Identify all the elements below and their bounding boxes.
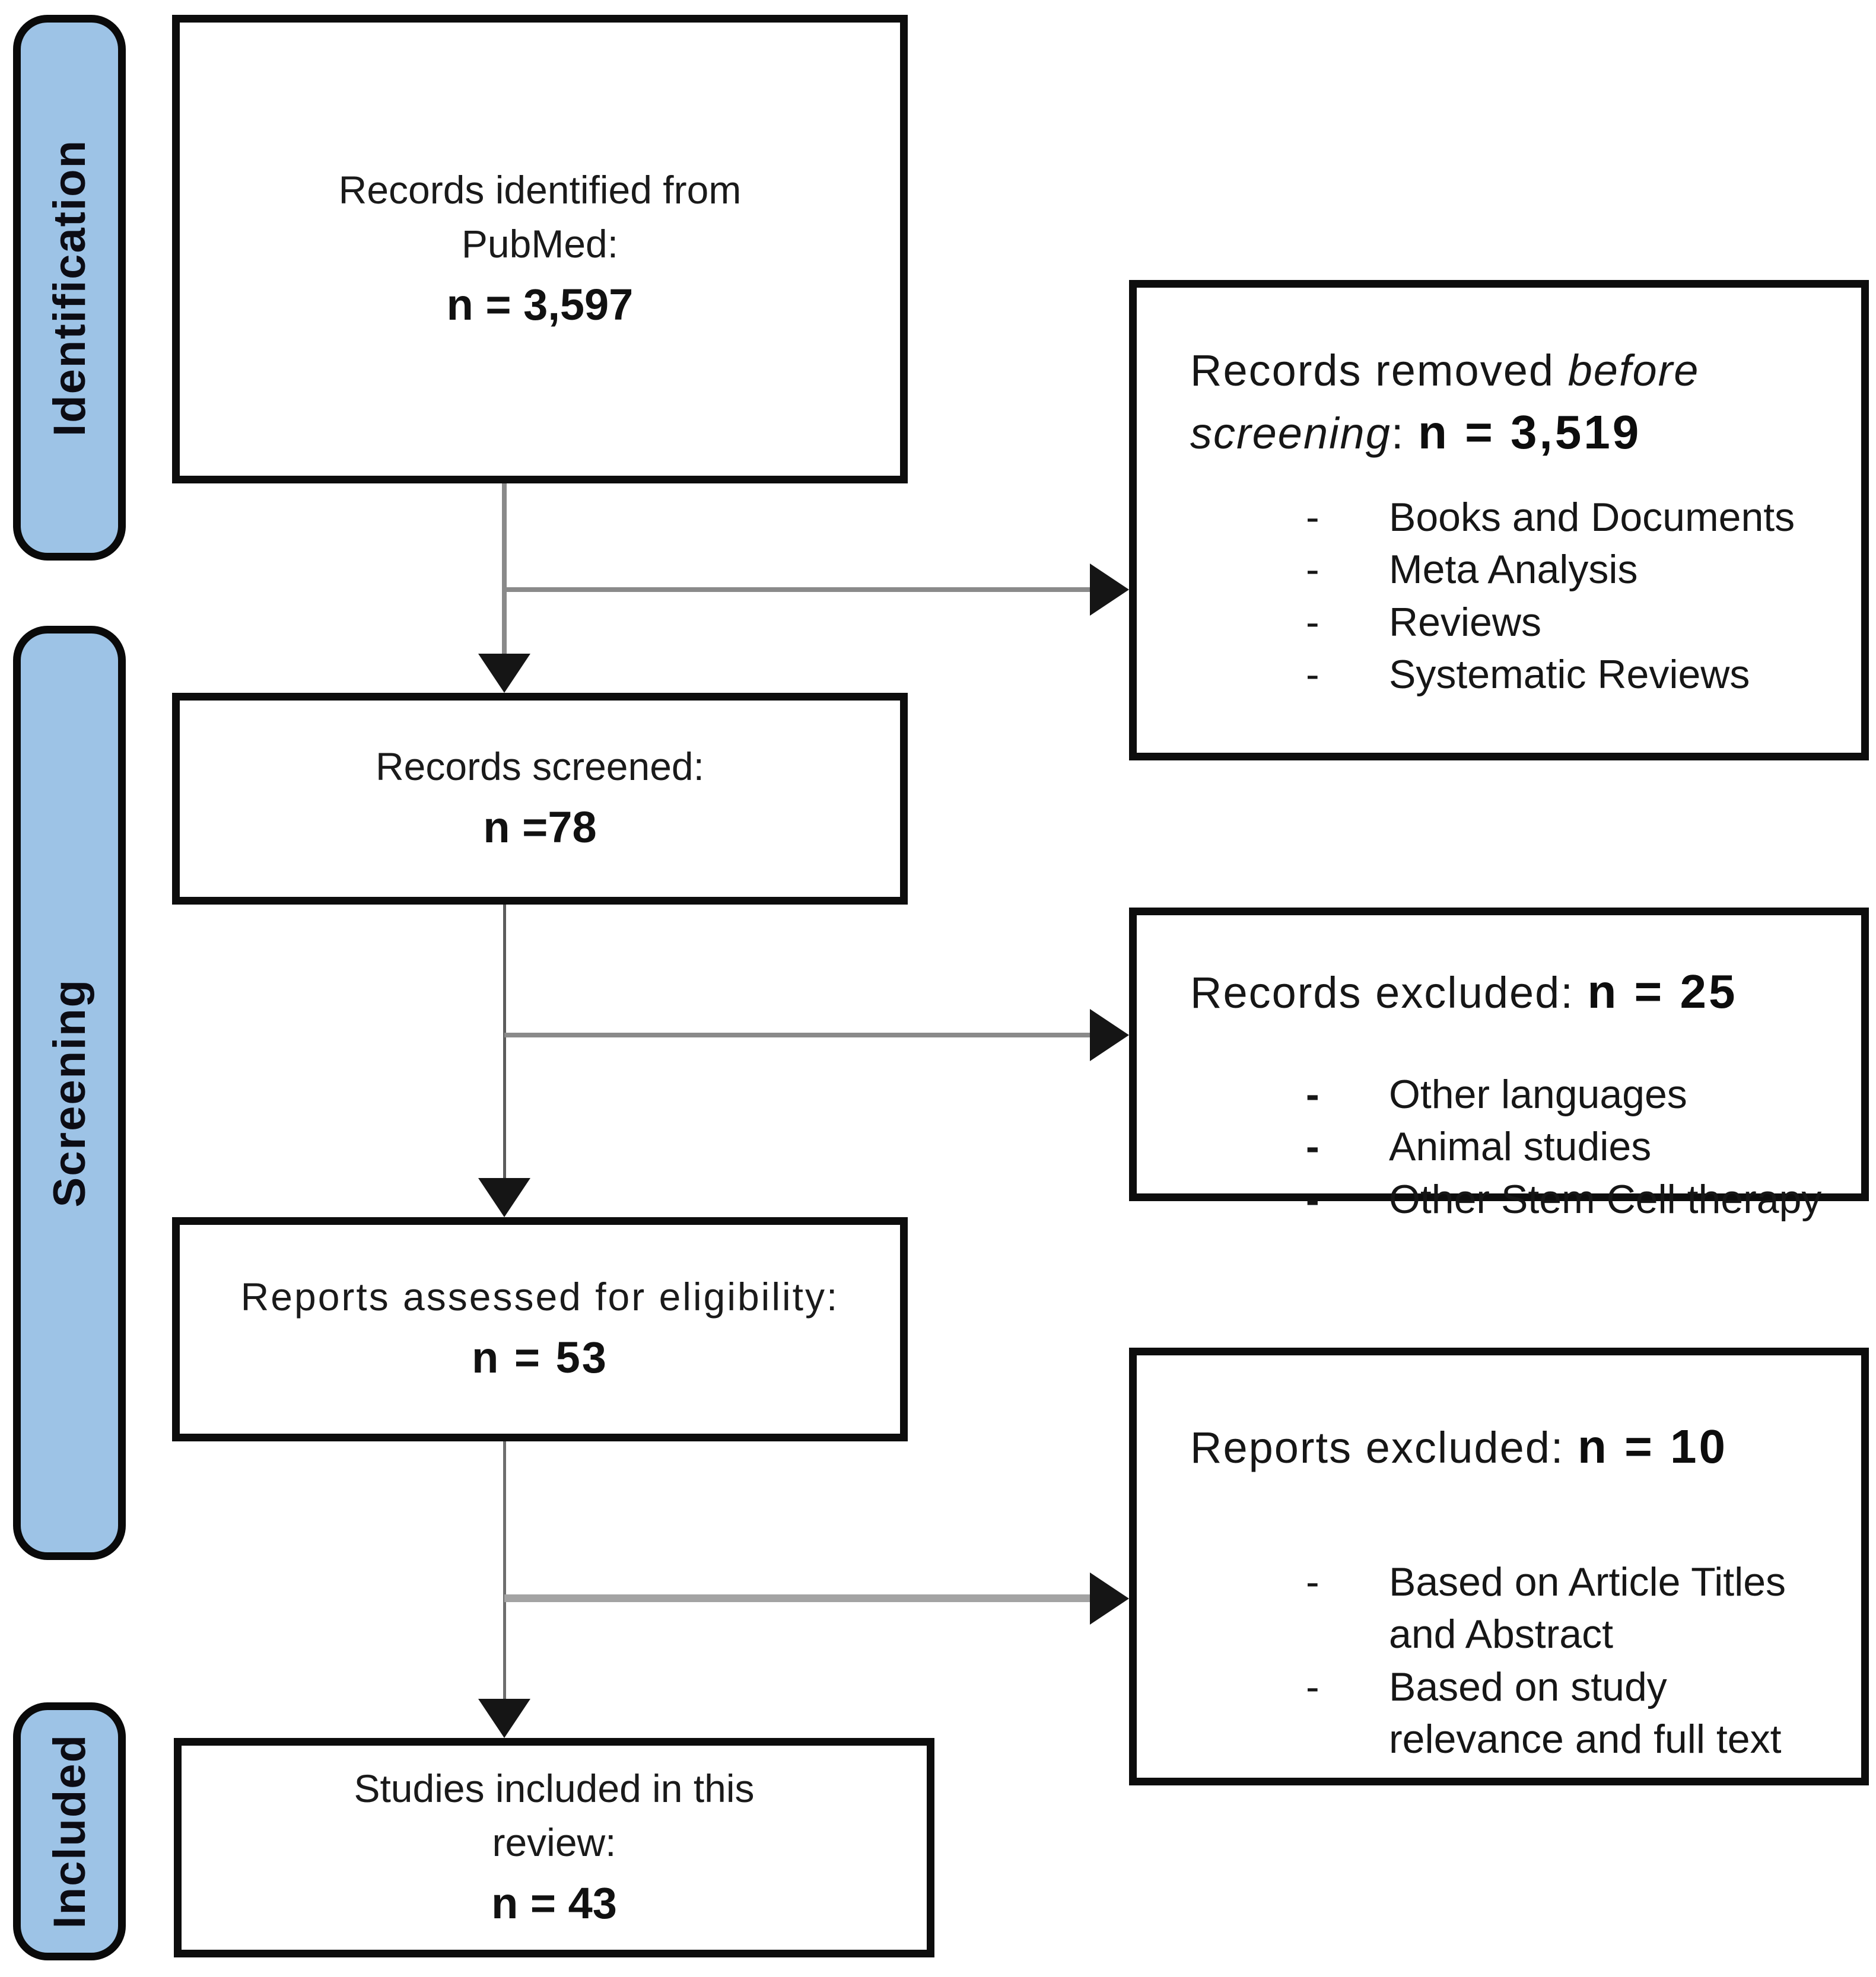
box-text-line: Records screened: xyxy=(376,744,704,788)
connector-line-screened-to-assessed xyxy=(503,905,506,1180)
side-box-count: n = 25 xyxy=(1587,965,1738,1018)
dash-bullet: - xyxy=(1306,494,1319,540)
box-records-screened: Records screened: n =78 xyxy=(172,693,908,905)
side-box-title: Records excluded: n = 25 xyxy=(1190,915,1826,1024)
box-text-line: Records identified from xyxy=(338,167,742,212)
title-separator: : xyxy=(1391,408,1418,458)
box-count: n =78 xyxy=(483,802,597,852)
title-italic-text: before screening xyxy=(1190,346,1700,458)
arrowhead-right-to-reports-excluded xyxy=(1090,1572,1129,1625)
exclusion-reason-list: -Other languages -Animal studies -Other … xyxy=(1190,1068,1826,1225)
list-item: -Reviews xyxy=(1190,596,1826,648)
title-text: Records excluded: xyxy=(1190,968,1588,1017)
box-text-line: PubMed: xyxy=(461,221,619,266)
stage-label-included: Included xyxy=(13,1702,126,1960)
box-count: n = 53 xyxy=(472,1333,608,1383)
dash-bullet: - xyxy=(1306,599,1319,645)
title-text: Reports excluded: xyxy=(1190,1423,1578,1472)
stage-label-identification: Identification xyxy=(13,15,126,561)
list-item: -Other Stem Cell therapy xyxy=(1190,1173,1826,1225)
box-reports-excluded: Reports excluded: n = 10 -Based on Artic… xyxy=(1129,1348,1869,1785)
stage-label-screening: Screening xyxy=(13,626,126,1560)
connector-line-to-records-excluded xyxy=(504,1033,1093,1037)
stage-label-text: Identification xyxy=(44,139,95,437)
stage-label-text: Included xyxy=(44,1734,95,1929)
list-item: -Books and Documents xyxy=(1190,491,1826,543)
box-studies-included: Studies included in this review: n = 43 xyxy=(174,1738,934,1957)
dash-bullet: - xyxy=(1306,1664,1319,1709)
dash-bullet: - xyxy=(1306,1559,1319,1604)
box-reports-assessed: Reports assessed for eligibility: n = 53 xyxy=(172,1217,908,1441)
dash-bullet: - xyxy=(1306,1124,1319,1170)
box-records-identified: Records identified from PubMed: n = 3,59… xyxy=(172,15,908,483)
side-box-title: Records removed before screening: n = 3,… xyxy=(1190,288,1826,464)
arrowhead-down-to-assessed xyxy=(478,1178,530,1217)
list-item: -Systematic Reviews xyxy=(1190,648,1826,701)
dash-bullet: - xyxy=(1306,652,1319,698)
side-box-title: Reports excluded: n = 10 xyxy=(1190,1355,1826,1479)
connector-line-to-reports-excluded xyxy=(504,1594,1093,1602)
list-item: -Other languages xyxy=(1190,1068,1826,1120)
dash-bullet: - xyxy=(1306,1072,1319,1117)
arrowhead-right-to-records-removed xyxy=(1090,564,1129,616)
box-count: n = 43 xyxy=(491,1879,617,1928)
exclusion-reason-list: -Books and Documents -Meta Analysis -Rev… xyxy=(1190,491,1826,701)
arrowhead-right-to-records-excluded xyxy=(1090,1009,1129,1061)
arrowhead-down-to-included xyxy=(478,1699,530,1738)
stage-label-text: Screening xyxy=(44,978,95,1208)
dash-bullet: - xyxy=(1306,547,1319,593)
side-box-count: n = 3,519 xyxy=(1417,405,1642,459)
connector-line-to-records-removed xyxy=(504,587,1093,592)
box-count: n = 3,597 xyxy=(446,280,634,330)
box-text-line: Studies included in this xyxy=(354,1766,755,1810)
dash-bullet: - xyxy=(1306,1176,1319,1222)
connector-line-assessed-to-included xyxy=(503,1441,506,1701)
side-box-count: n = 10 xyxy=(1578,1420,1728,1473)
list-item: -Based on Article Titles and Abstract xyxy=(1190,1556,1826,1661)
box-records-removed-before-screening: Records removed before screening: n = 3,… xyxy=(1129,280,1869,760)
arrowhead-down-to-screened xyxy=(478,654,530,693)
box-records-excluded: Records excluded: n = 25 -Other language… xyxy=(1129,908,1869,1222)
list-item: -Based on study relevance and full text xyxy=(1190,1661,1826,1766)
connector-line-identified-to-screened xyxy=(502,483,507,657)
box-text-line: Reports assessed for eligibility: xyxy=(240,1275,840,1319)
exclusion-reason-list: -Based on Article Titles and Abstract -B… xyxy=(1190,1556,1826,1766)
title-text: Records removed xyxy=(1190,346,1568,395)
list-item: -Animal studies xyxy=(1190,1120,1826,1173)
box-text-line: review: xyxy=(492,1820,616,1864)
list-item: -Meta Analysis xyxy=(1190,543,1826,596)
